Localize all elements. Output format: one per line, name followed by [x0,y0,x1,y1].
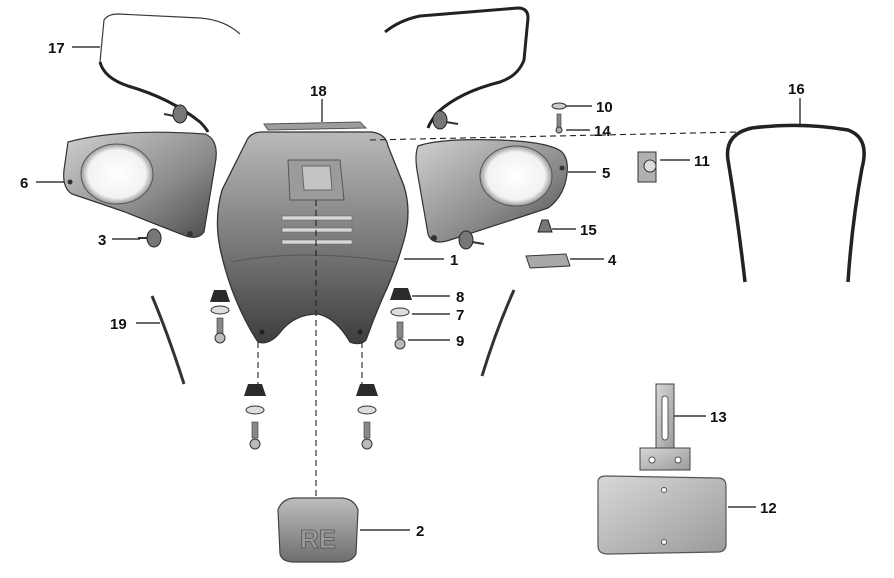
part-2-emblem-badge: RE [277,497,359,563]
callout-1: 1 [450,252,458,269]
fastener-stack-right-upper [390,288,412,350]
callout-18: 18 [310,83,327,100]
callout-labels: 17 18 6 3 19 5 1 8 7 9 10 14 11 15 4 16 … [20,40,805,540]
fastener-stack-left-lower [244,384,266,450]
callout-6: 6 [20,175,28,192]
part-11-clip-nut [637,151,657,183]
leader-lines [36,46,801,531]
callout-7: 7 [456,307,464,324]
part-14-screw [555,113,563,134]
part-16-loop-trim [725,123,866,283]
part-4-pad [525,253,571,269]
part-13-bracket [639,383,691,471]
part-1-front-shell [216,131,409,345]
callout-13: 13 [710,409,727,426]
callout-5: 5 [602,165,610,182]
part-10-washer [551,102,567,110]
callout-8: 8 [456,289,464,306]
callout-15: 15 [580,222,597,239]
part-6-left-side-panel [63,131,217,238]
callout-14: 14 [594,123,611,140]
callout-3: 3 [98,232,106,249]
part-19-strip-left [150,295,186,385]
fastener-stack-right-lower [356,384,378,450]
knob-left-top [163,104,188,124]
callout-4: 4 [608,252,617,269]
part-17-trim-wire-left [98,13,241,133]
part-3-knob-left-bottom [138,228,162,248]
callout-2: 2 [416,523,424,540]
knob-right-bottom [458,230,485,250]
part-5-right-side-panel [415,139,568,243]
part-18-top-strip [263,121,368,131]
part-12-plate [597,475,727,555]
callout-12: 12 [760,500,777,517]
badge-letters: RE [300,524,336,554]
assembly-dashed-lines [219,131,741,496]
callout-9: 9 [456,333,464,350]
knob-right-top [432,110,459,130]
trim-wire-right [384,6,530,129]
callout-17: 17 [48,40,65,57]
callout-19: 19 [110,316,127,333]
callout-16: 16 [788,81,805,98]
part-15-push-clip [537,219,553,233]
strip-right [480,289,516,377]
callout-10: 10 [596,99,613,116]
callout-11: 11 [694,153,710,170]
